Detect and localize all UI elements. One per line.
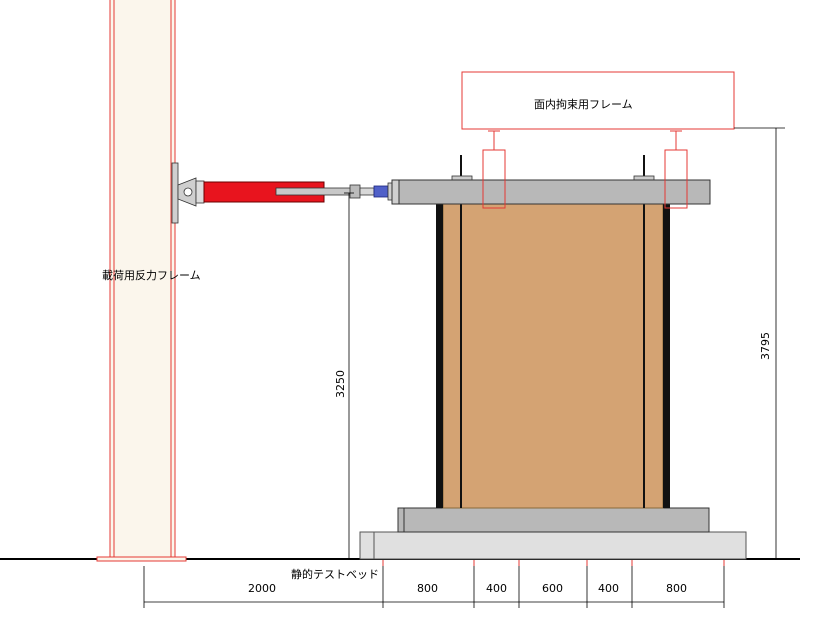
dim-bottom-line	[143, 560, 725, 608]
test-bed	[359, 507, 747, 560]
actuator	[177, 177, 395, 207]
dim-actuator-height	[344, 192, 354, 559]
restraint-frame	[461, 71, 735, 209]
dim-actuator-height-label: 3250	[334, 370, 347, 398]
restraint-frame-label: 面内拘束用フレーム	[534, 97, 633, 111]
wall-posts	[436, 155, 670, 508]
dim-bottom-1: 2000	[248, 582, 276, 595]
dim-bottom-2: 800	[417, 582, 438, 595]
reaction-frame	[96, 0, 187, 562]
dim-total-height	[734, 127, 785, 559]
test-bed-label: 静的テストベッド	[291, 567, 379, 581]
dim-total-height-label: 3795	[759, 332, 772, 360]
top-beam	[391, 179, 711, 205]
dim-bottom-6: 800	[666, 582, 687, 595]
reaction-frame-label: 載荷用反力フレーム	[102, 269, 201, 282]
dim-bottom-3: 400	[486, 582, 507, 595]
dim-bottom-4: 600	[542, 582, 563, 595]
dim-bottom-5: 400	[598, 582, 619, 595]
wall-panel	[442, 203, 664, 509]
